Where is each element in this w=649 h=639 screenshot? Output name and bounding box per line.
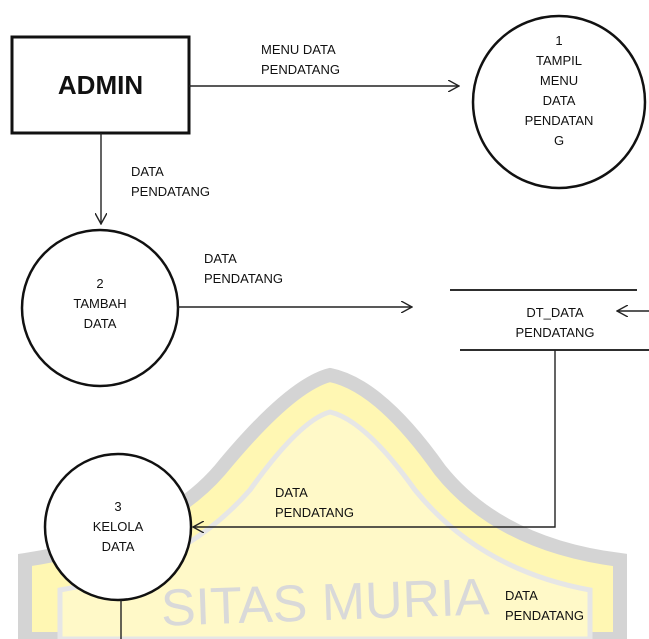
flow-store-to-process-3 [193, 350, 556, 527]
process-1-label: 1 TAMPIL MENU DATA PENDATAN G [509, 31, 609, 151]
process-1-circle [471, 14, 647, 190]
flow-label-5-line-2: PENDATANG [505, 608, 584, 623]
flow-label-kelola-out: DATA PENDATANG [505, 586, 584, 626]
process-3-label: 3 KELOLA DATA [68, 497, 168, 557]
flow-label-admin-to-tambah: DATA PENDATANG [131, 162, 210, 202]
process-3-line-2: DATA [101, 539, 135, 554]
process-1-line-5: G [553, 133, 565, 148]
process-3-circle [43, 452, 193, 602]
process-1-line-3: DATA [542, 93, 576, 108]
process-1-number: 1 [555, 33, 563, 48]
flow-label-2-line-2: PENDATANG [131, 184, 210, 199]
data-store-line-1: DT_DATA [526, 305, 584, 320]
flow-label-3-line-1: DATA [204, 251, 237, 266]
flow-label-5-line-1: DATA [505, 588, 538, 603]
flow-label-2-line-1: DATA [131, 164, 164, 179]
flow-label-3-line-2: PENDATANG [204, 271, 283, 286]
process-2-line-1: TAMBAH [73, 296, 127, 311]
admin-entity-label: ADMIN [57, 70, 144, 100]
flow-label-store-to-kelola: DATA PENDATANG [275, 483, 354, 523]
process-3-line-1: KELOLA [92, 519, 144, 534]
data-store-line-2: PENDATANG [515, 325, 595, 340]
process-2-number: 2 [96, 276, 104, 291]
watermark-text: SITAS MURIA [160, 568, 491, 637]
flow-label-4-line-2: PENDATANG [275, 505, 354, 520]
flow-label-4-line-1: DATA [275, 485, 308, 500]
process-2-line-2: DATA [83, 316, 117, 331]
flow-label-menu-data: MENU DATA PENDATANG [261, 40, 340, 80]
data-store-label: DT_DATA PENDATANG [490, 303, 620, 343]
flow-label-tambah-to-store: DATA PENDATANG [204, 249, 283, 289]
process-2-label: 2 TAMBAH DATA [50, 274, 150, 334]
process-2-circle [20, 228, 180, 388]
process-1-line-2: MENU [539, 73, 579, 88]
process-1-line-4: PENDATAN [524, 113, 594, 128]
flow-label-1-line-1: MENU DATA [261, 42, 336, 57]
process-1-line-1: TAMPIL [536, 53, 582, 68]
process-3-number: 3 [114, 499, 122, 514]
flow-label-1-line-2: PENDATANG [261, 62, 340, 77]
